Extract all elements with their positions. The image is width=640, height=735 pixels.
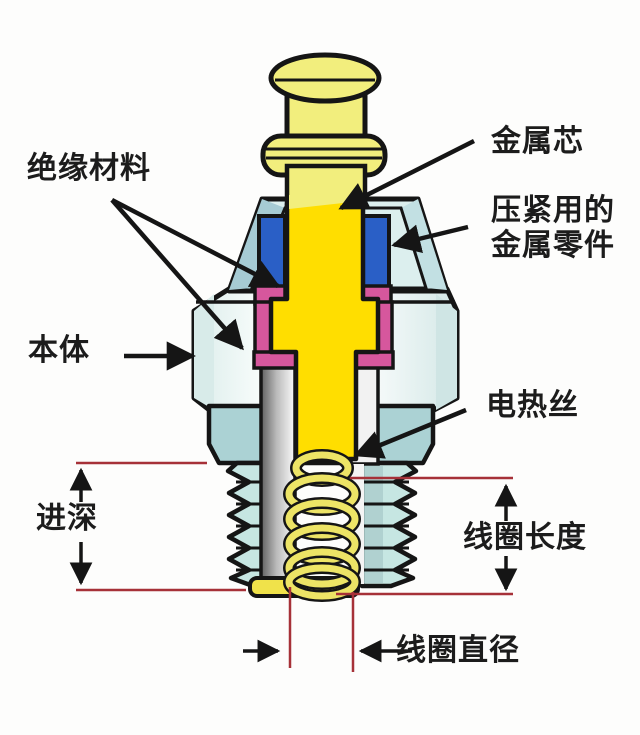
label-heating-wire: 电热丝 [486, 389, 579, 422]
label-metal-core: 金属芯 [491, 125, 584, 158]
thread-left [225, 460, 267, 589]
dimension-lines [76, 461, 513, 672]
callout-arrows [110, 138, 476, 459]
label-compression-part-line1: 压紧用的 [491, 194, 615, 227]
label-coil-diameter: 线圈直径 [396, 634, 520, 667]
metal-core [268, 195, 381, 462]
heating-coil [283, 449, 361, 602]
measure-arrows [69, 467, 518, 663]
terminal [260, 52, 388, 208]
label-depth: 进深 [36, 502, 98, 535]
label-insulation-material: 绝缘材料 [27, 152, 151, 185]
label-compression-part: 压紧用的 金属零件 [491, 193, 615, 263]
label-compression-part-line2: 金属零件 [491, 229, 615, 262]
label-body: 本体 [28, 334, 90, 367]
compression-part-right [360, 214, 391, 292]
thread-right [359, 460, 419, 589]
label-coil-length: 线圈长度 [463, 521, 587, 554]
